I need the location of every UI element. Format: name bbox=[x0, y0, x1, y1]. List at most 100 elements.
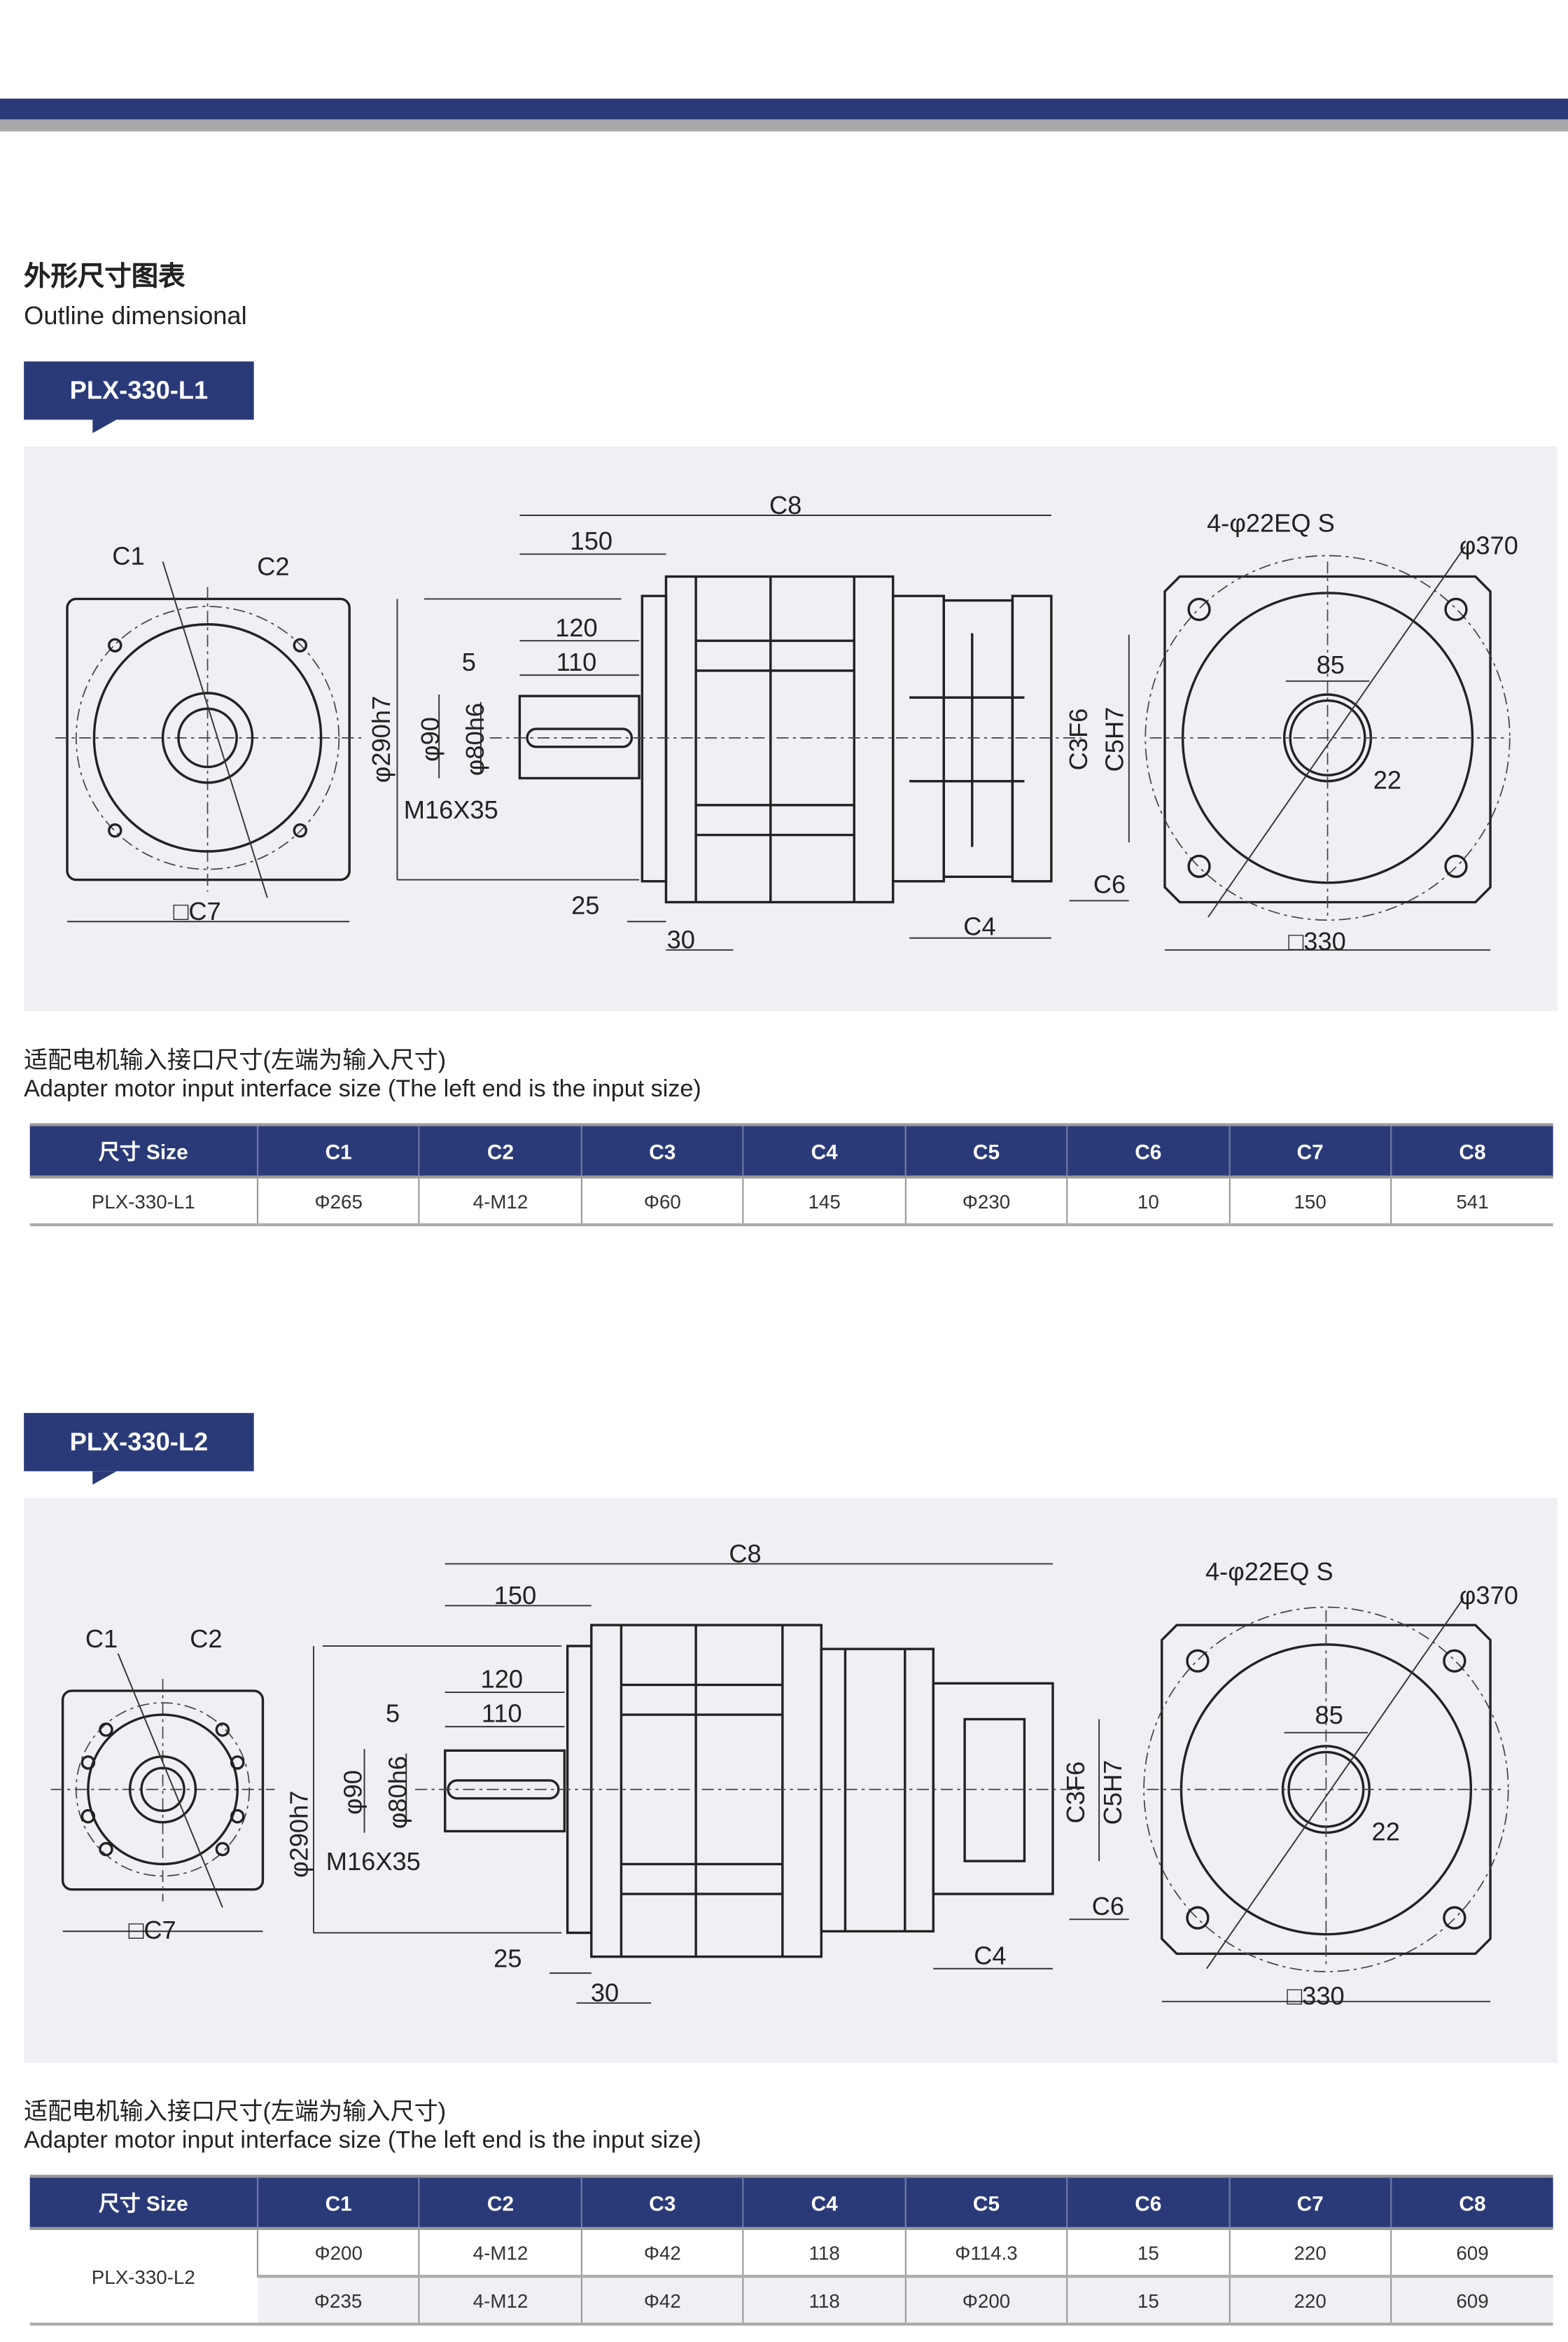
mount-hole bbox=[99, 1722, 113, 1737]
input-flange-square bbox=[66, 597, 351, 881]
dim-label-holes: 4-φ22EQ S bbox=[1207, 508, 1335, 537]
cell: 220 bbox=[1228, 2228, 1392, 2278]
mount-hole bbox=[80, 1808, 96, 1824]
cell: 145 bbox=[742, 1177, 906, 1227]
caption-en-l1: Adapter motor input interface size (The … bbox=[24, 1077, 701, 1103]
cell: 118 bbox=[742, 2276, 906, 2326]
dim-label-d85: 85 bbox=[1315, 1701, 1343, 1729]
dim-label-c1: C1 bbox=[85, 1624, 118, 1653]
dim-label-m16: M16X35 bbox=[326, 1847, 421, 1876]
body-part bbox=[444, 1749, 566, 1833]
leader-line bbox=[162, 561, 268, 898]
dim-label-d25: 25 bbox=[571, 891, 599, 920]
header-bar-gray bbox=[0, 119, 1568, 132]
header-bar-blue bbox=[0, 98, 1568, 120]
bore-inner bbox=[177, 707, 238, 769]
dim-label-c7: □C7 bbox=[128, 1916, 176, 1944]
dim-label-phi80: φ80h6 bbox=[461, 703, 489, 776]
dim-label-phi80: φ80h6 bbox=[383, 1756, 412, 1829]
dim-label-d120: 120 bbox=[555, 613, 597, 642]
mount-hole bbox=[108, 823, 122, 838]
bore-circle bbox=[161, 692, 254, 784]
diameter-leader bbox=[1205, 1598, 1464, 1970]
dim-label-c4: C4 bbox=[974, 1941, 1006, 1970]
mount-hole bbox=[1187, 597, 1211, 622]
cell: 4-M12 bbox=[419, 1177, 582, 1227]
flange-circle bbox=[92, 623, 323, 853]
dim-label-c2: C2 bbox=[190, 1624, 222, 1653]
dim-label-c8: C8 bbox=[769, 491, 802, 520]
th-c5: C5 bbox=[904, 1123, 1068, 1179]
th-c5: C5 bbox=[904, 2175, 1068, 2231]
cell: 15 bbox=[1066, 2228, 1229, 2278]
dim-label-sq330: □330 bbox=[1287, 1981, 1344, 2010]
dim-label-d85: 85 bbox=[1317, 650, 1345, 679]
body-part bbox=[664, 575, 895, 904]
mount-hole bbox=[1443, 1649, 1466, 1673]
flange-circle bbox=[87, 1713, 239, 1866]
dim-label-d30: 30 bbox=[667, 926, 695, 954]
dim-label-d110: 110 bbox=[556, 648, 597, 676]
mount-hole bbox=[293, 638, 308, 653]
mount-hole bbox=[293, 823, 308, 838]
dim-label-c5: C5H7 bbox=[1100, 707, 1128, 772]
cell: Φ235 bbox=[257, 2276, 420, 2326]
dim-label-c6: C6 bbox=[1092, 1892, 1124, 1921]
cell: 541 bbox=[1390, 1177, 1553, 1227]
dim-label-m16: M16X35 bbox=[404, 795, 498, 824]
th-c7: C7 bbox=[1228, 1123, 1392, 1179]
mount-hole bbox=[99, 1841, 113, 1857]
mount-hole bbox=[108, 638, 122, 653]
cell: Φ265 bbox=[256, 1177, 420, 1227]
th-c4: C4 bbox=[742, 2175, 906, 2231]
dim-label-holes: 4-φ22EQ S bbox=[1205, 1557, 1334, 1586]
body-part bbox=[1011, 594, 1053, 883]
cell: Φ200 bbox=[904, 2276, 1068, 2326]
caption-en-l2: Adapter motor input interface size (The … bbox=[24, 2128, 701, 2154]
cell: 118 bbox=[742, 2228, 906, 2278]
dim-label-d120: 120 bbox=[481, 1665, 523, 1694]
th-c3: C3 bbox=[580, 2175, 743, 2231]
dim-label-c8: C8 bbox=[729, 1539, 761, 1568]
model-badge-l2: PLX-330-L2 bbox=[24, 1413, 254, 1485]
cell: Φ200 bbox=[256, 2228, 420, 2278]
dim-label-c3: C3F6 bbox=[1061, 1762, 1090, 1824]
body-part bbox=[932, 1682, 1054, 1895]
table-header-row: 尺寸 Size C1 C2 C3 C4 C5 C6 C7 C8 bbox=[29, 1123, 1553, 1179]
dim-label-d30: 30 bbox=[591, 1979, 619, 2007]
shaft-key bbox=[526, 727, 634, 748]
th-c6: C6 bbox=[1066, 2175, 1229, 2231]
dim-label-phi90: φ90 bbox=[416, 717, 444, 762]
mount-hole bbox=[230, 1808, 245, 1824]
dim-label-phi90: φ90 bbox=[338, 1770, 367, 1815]
dim-label-d25: 25 bbox=[493, 1944, 522, 1973]
cell-model: PLX-330-L1 bbox=[29, 1177, 258, 1227]
th-c1: C1 bbox=[256, 2175, 420, 2231]
mount-hole bbox=[215, 1841, 230, 1857]
th-c2: C2 bbox=[419, 1123, 582, 1179]
leader-line bbox=[117, 1653, 223, 1908]
dim-label-c6: C6 bbox=[1093, 870, 1126, 899]
dim-label-phi370: φ370 bbox=[1460, 531, 1518, 559]
th-size: 尺寸 Size bbox=[29, 2175, 258, 2231]
cell-model: PLX-330-L2 bbox=[29, 2228, 258, 2326]
mount-hole bbox=[1443, 1906, 1466, 1930]
mount-hole bbox=[1444, 597, 1468, 622]
dim-label-phi290: φ290h7 bbox=[367, 696, 396, 783]
caption-cn-l2: 适配电机输入接口尺寸(左端为输入尺寸) bbox=[24, 2100, 447, 2126]
output-flange-square bbox=[1163, 575, 1492, 904]
caption-cn-l1: 适配电机输入接口尺寸(左端为输入尺寸) bbox=[24, 1048, 447, 1074]
cell: 220 bbox=[1228, 2276, 1392, 2326]
size-table-l1: 尺寸 Size C1 C2 C3 C4 C5 C6 C7 C8 PLX-330-… bbox=[29, 1123, 1553, 1227]
size-table-l2: 尺寸 Size C1 C2 C3 C4 C5 C6 C7 C8 PLX-330-… bbox=[29, 2175, 1553, 2326]
dim-label-c3: C3F6 bbox=[1064, 709, 1093, 771]
cell: 10 bbox=[1066, 1177, 1229, 1227]
cell: 4-M12 bbox=[419, 2228, 582, 2278]
cell: 150 bbox=[1228, 1177, 1392, 1227]
dim-label-phi370: φ370 bbox=[1460, 1581, 1518, 1610]
dim-label-d5: 5 bbox=[462, 648, 476, 676]
